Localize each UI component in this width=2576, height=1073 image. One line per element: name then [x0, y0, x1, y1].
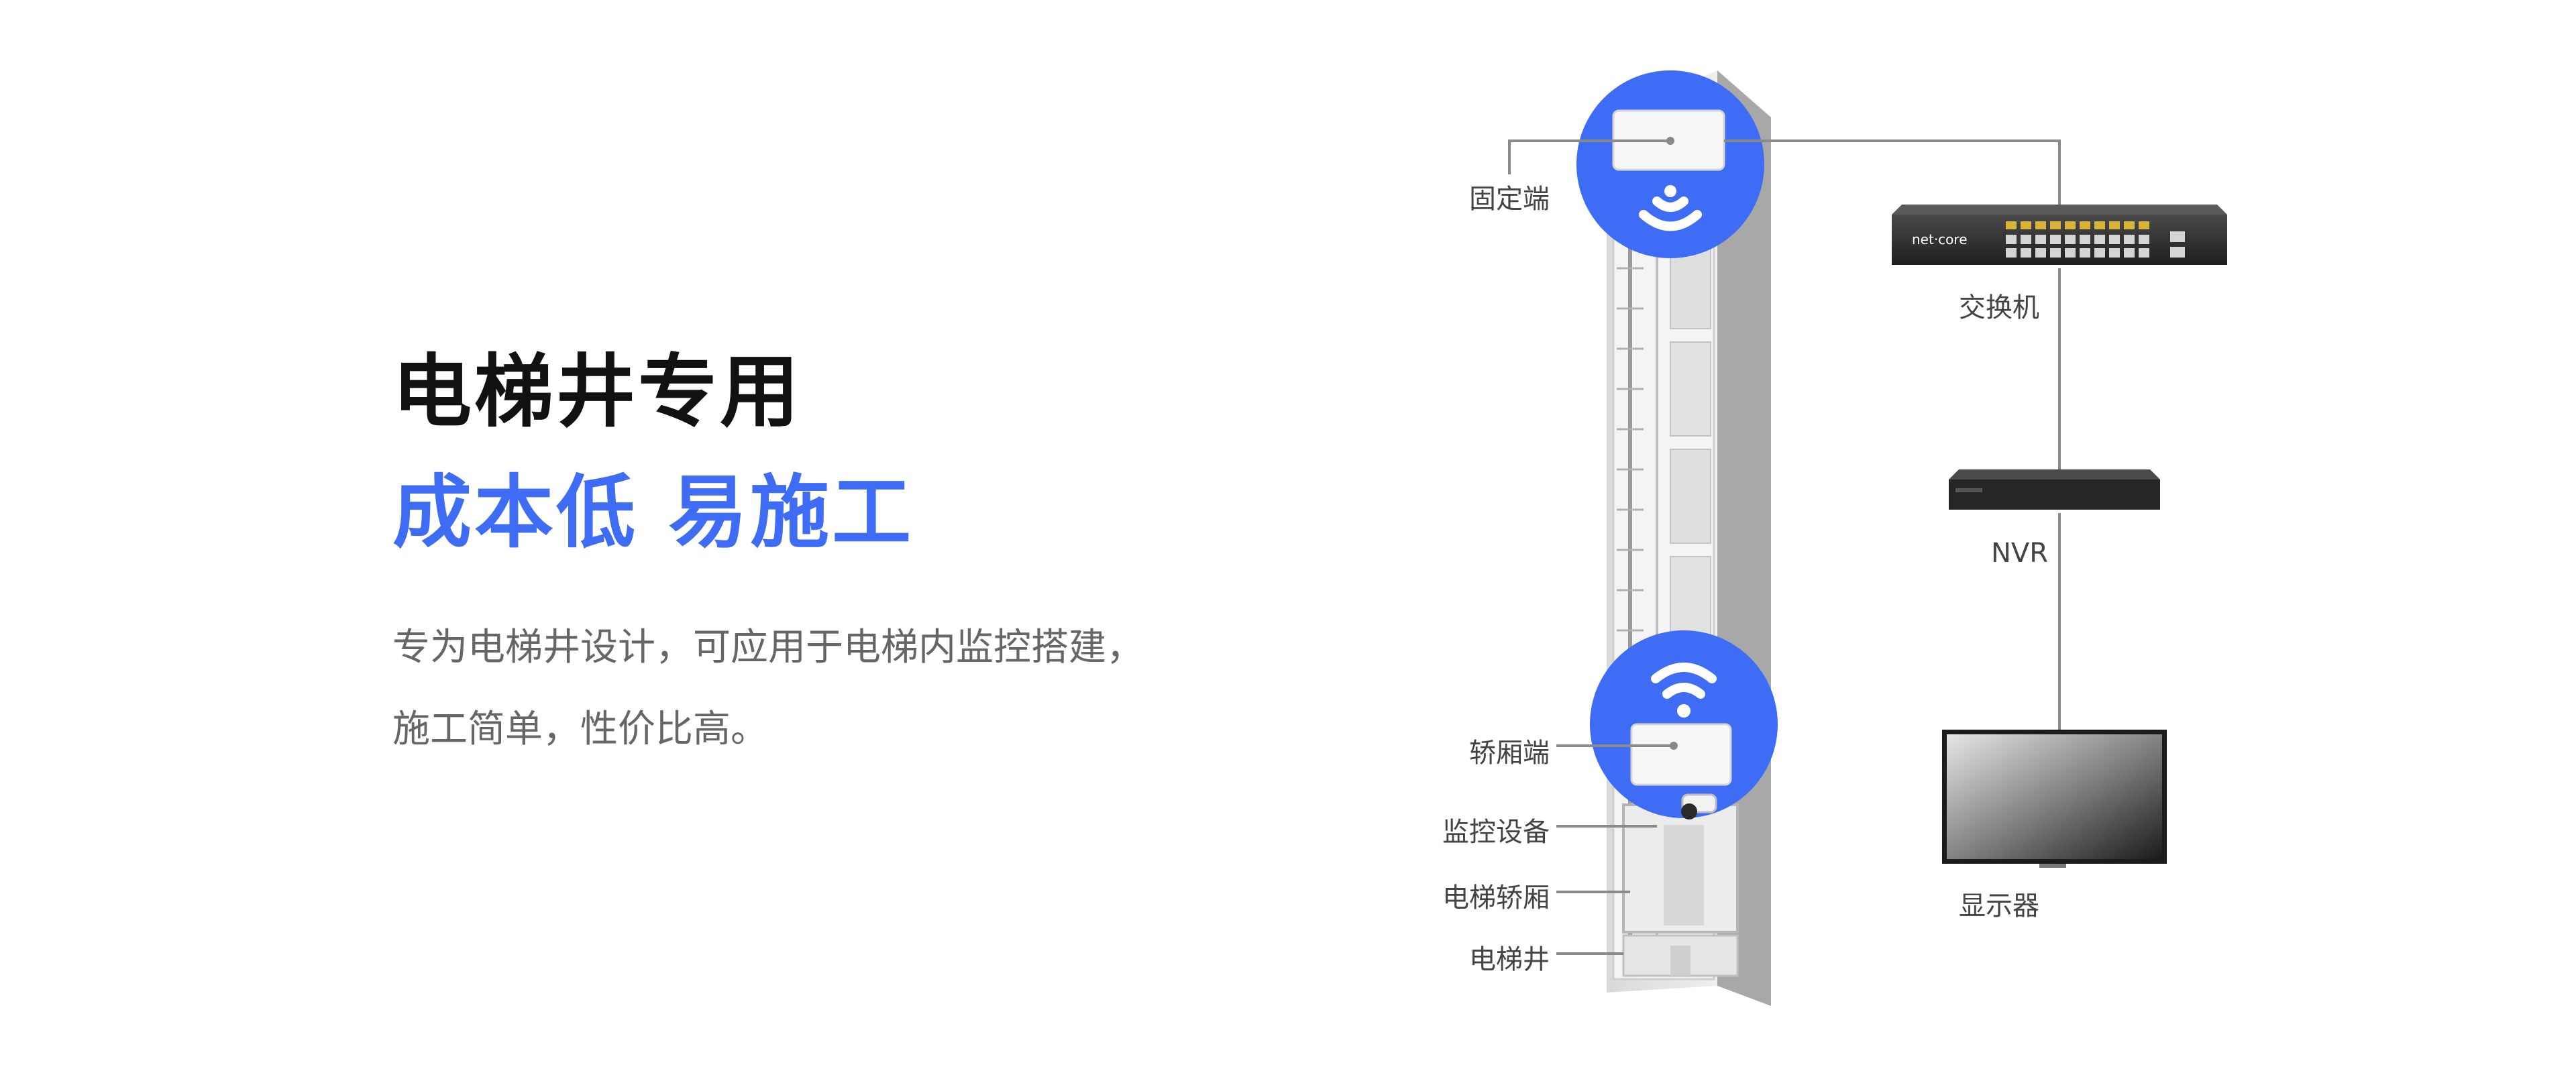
fixed-end-node — [1576, 70, 1764, 258]
connector-lines — [1508, 139, 2061, 955]
switch-device: net·core — [1892, 205, 2227, 265]
display-device — [1942, 730, 2167, 868]
label-nvr: NVR — [1991, 538, 2049, 569]
label-switch: 交换机 — [1959, 292, 2039, 323]
description: 专为电梯井设计，可应用于电梯内监控搭建， 施工简单，性价比高。 — [392, 607, 1144, 771]
wifi-icon-dot — [1664, 185, 1676, 197]
wifi-icon — [1651, 663, 1717, 699]
description-line-1: 专为电梯井设计，可应用于电梯内监控搭建， — [392, 626, 1144, 669]
headline: 电梯井专用 — [392, 345, 802, 438]
car-end-node — [1590, 630, 1778, 820]
wifi-icon-dot — [1677, 704, 1690, 718]
label-fixed-end: 固定端 — [1469, 184, 1550, 215]
nvr-device — [1949, 469, 2160, 510]
camera-icon — [1681, 793, 1717, 820]
description-line-2: 施工简单，性价比高。 — [392, 708, 768, 751]
subline: 成本低 易施工 — [392, 466, 914, 559]
wifi-icon — [1639, 196, 1702, 231]
label-elevator-shaft: 电梯井 — [1469, 944, 1550, 975]
label-elevator-car: 电梯轿厢 — [1442, 883, 1550, 913]
label-display: 显示器 — [1959, 891, 2039, 921]
label-car-end: 轿厢端 — [1469, 738, 1550, 769]
switch-brand: net·core — [1912, 231, 1968, 247]
label-monitor-device: 监控设备 — [1442, 817, 1550, 848]
